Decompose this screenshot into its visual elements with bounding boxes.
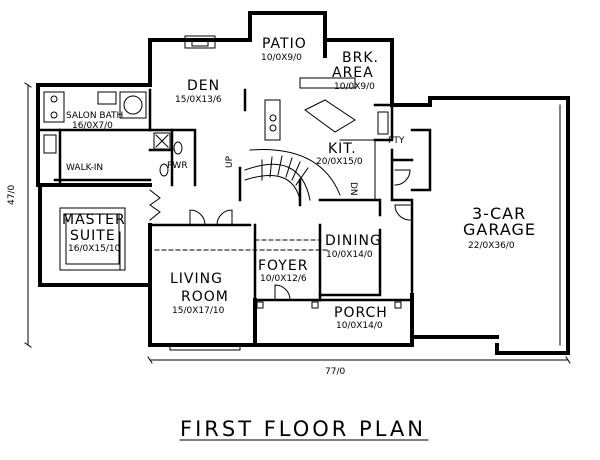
exterior-walls xyxy=(36,11,570,355)
salon-bath-dim: 16/0X7/0 xyxy=(72,121,113,131)
stair-up-label: UP xyxy=(225,155,235,168)
breakfast-label-line1: BRK. xyxy=(342,50,379,66)
foyer-label: FOYER xyxy=(258,258,308,274)
patio-dim: 10/0X9/0 xyxy=(261,53,302,63)
master-label-line2: SUITE xyxy=(70,228,116,244)
salon-bath-label: SALON BATH xyxy=(66,111,123,121)
breakfast-dim: 10/0X9/0 xyxy=(334,82,375,92)
interior-walls xyxy=(38,88,432,302)
overall-width: 77/0 xyxy=(325,367,345,377)
walk-in-label: WALK-IN xyxy=(66,163,103,173)
stair-down-label: DN xyxy=(348,182,358,196)
fixtures xyxy=(24,35,571,441)
pantry-label: PTY xyxy=(388,136,405,146)
plan-title: FIRST FLOOR PLAN xyxy=(180,417,426,441)
living-label-line2: ROOM xyxy=(181,289,229,305)
powder-label: PWR xyxy=(167,161,188,171)
patio-label: PATIO xyxy=(262,36,307,52)
master-label-line1: MASTER xyxy=(62,212,126,228)
living-label-line1: LIVING xyxy=(170,271,223,287)
den-dim: 15/0X13/6 xyxy=(175,95,222,105)
den-label: DEN xyxy=(187,78,220,94)
kitchen-dim: 20/0X15/0 xyxy=(316,157,363,167)
overall-depth: 47/0 xyxy=(7,185,17,205)
dining-label: DINING xyxy=(325,233,382,249)
master-dim: 16/0X15/10 xyxy=(68,244,121,254)
porch-dim: 10/0X14/0 xyxy=(336,321,383,331)
dining-dim: 10/0X14/0 xyxy=(326,250,373,260)
breakfast-label-line2: AREA xyxy=(332,65,374,81)
garage-label-line2: GARAGE xyxy=(463,220,536,239)
garage-dim: 22/0X36/0 xyxy=(468,241,515,251)
porch-label: PORCH xyxy=(334,305,388,321)
foyer-dim: 10/0X12/6 xyxy=(260,274,307,284)
living-dim: 15/0X17/10 xyxy=(172,306,225,316)
kitchen-label: KIT. xyxy=(328,141,357,157)
garage-label-line1: 3-CAR xyxy=(472,204,526,223)
